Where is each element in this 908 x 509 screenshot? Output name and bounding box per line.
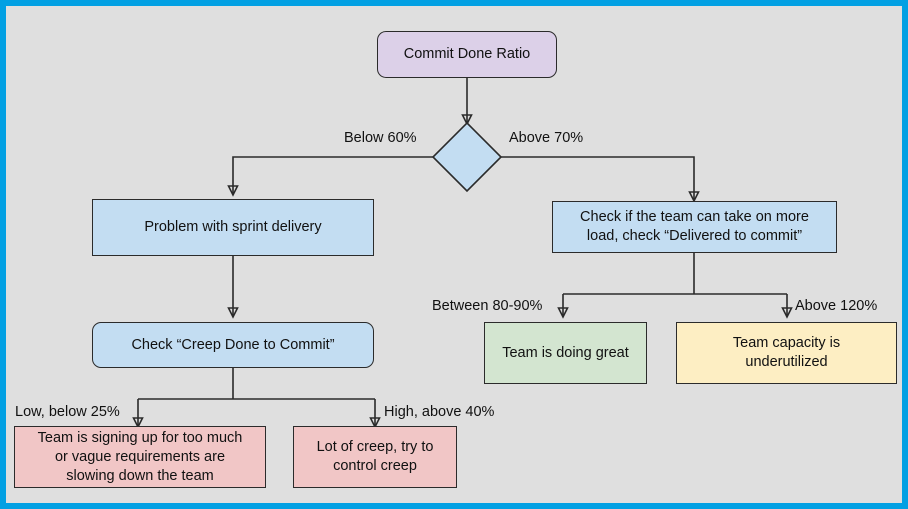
node-team-doing-great[interactable]: Team is doing great [484, 322, 647, 384]
node-decision-diamond[interactable] [431, 121, 503, 193]
node-label-line-2: underutilized [745, 354, 828, 370]
node-check-team-load[interactable]: Check if the team can take on more load,… [552, 201, 837, 253]
edge-label-below-60: Below 60% [344, 130, 417, 146]
node-commit-done-ratio[interactable]: Commit Done Ratio [377, 31, 557, 78]
node-label-line-2: or vague requirements are [54, 448, 226, 465]
edge-label-above-70: Above 70% [509, 130, 584, 146]
node-label-line-1: Team capacity is [732, 335, 841, 351]
node-label-line-1: Check if the team can take on more [580, 209, 809, 225]
edge-decision-to-check-load [499, 156, 695, 200]
edge-label-above-120: Above 120% [795, 298, 878, 314]
edge-label-between-80-90: Between 80-90% [432, 298, 543, 314]
edge-label-high-above-40: High, above 40% [384, 404, 495, 420]
edge-check-creep-fork [137, 368, 376, 426]
edge-label-low-below-25: Low, below 25% [15, 404, 120, 420]
edge-check-load-fork [562, 253, 788, 316]
node-label: Team is doing great [502, 344, 629, 361]
node-label-line-1: Lot of creep, try to [316, 439, 434, 455]
node-label: Check “Creep Done to Commit” [131, 336, 335, 353]
node-label-line-3: slowing down the team [66, 467, 214, 484]
diamond-shape [431, 121, 503, 193]
node-problem-sprint-delivery[interactable]: Problem with sprint delivery [92, 199, 374, 256]
node-label-line-1: Team is signing up for too much [37, 429, 243, 446]
node-check-creep-done-to-commit[interactable]: Check “Creep Done to Commit” [92, 322, 374, 368]
arrowhead-decision-to-problem [227, 185, 239, 197]
node-team-signing-up-too-much[interactable]: Team is signing up for too much or vague… [14, 426, 266, 488]
edge-decision-to-problem [232, 156, 435, 194]
diagram-stage: Commit Done Ratio Below 60% Above 70% Pr… [6, 6, 902, 503]
node-label-line-2: load, check “Delivered to commit” [586, 228, 803, 244]
arrowhead-to-doing-great [557, 307, 569, 319]
node-team-capacity-underutilized[interactable]: Team capacity is underutilized [676, 322, 897, 384]
node-label-line-2: control creep [333, 458, 417, 474]
arrowhead-problem-to-check-creep [227, 307, 239, 319]
arrowhead-to-underutilized [781, 307, 793, 319]
node-label: Commit Done Ratio [403, 46, 531, 62]
node-label: Problem with sprint delivery [144, 219, 322, 235]
node-lot-of-creep[interactable]: Lot of creep, try to control creep [293, 426, 457, 488]
arrowhead-decision-to-check-load [688, 191, 700, 203]
